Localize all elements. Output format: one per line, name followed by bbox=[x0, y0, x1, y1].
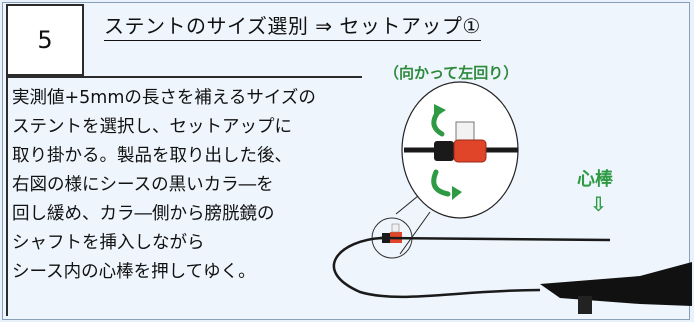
rotate-arrow-bottom-head-icon bbox=[452, 186, 462, 200]
instruction-text: 実測値+5mmの長さを補えるサイズの ステントを選択し、セットアップに 取り掛か… bbox=[12, 84, 362, 287]
instruction-line: 回し緩め、カラ―側から膀胱鏡の bbox=[12, 204, 275, 224]
red-connector bbox=[453, 139, 487, 163]
step-number: 5 bbox=[37, 26, 53, 54]
instruction-line: シース内の心棒を押してゆく。 bbox=[12, 262, 256, 282]
cystoscope-handle bbox=[540, 262, 692, 306]
instruction-line: 右図の様にシースの黒いカラ―を bbox=[12, 175, 274, 195]
instruction-line: ステントを選択し、セットアップに bbox=[12, 117, 292, 137]
instruction-line: シャフトを挿入しながら bbox=[12, 233, 205, 253]
white-hub bbox=[455, 121, 475, 143]
stent-loop bbox=[332, 236, 541, 299]
step-panel bbox=[2, 2, 690, 320]
black-collar bbox=[434, 141, 454, 161]
rotate-arrow-top-head-icon bbox=[434, 104, 446, 118]
stent-sheath bbox=[379, 236, 611, 242]
down-arrow-icon: ⇩ bbox=[590, 192, 607, 216]
core-rod-label: 心棒 bbox=[577, 169, 613, 190]
zoom-line bbox=[399, 211, 431, 255]
rotate-arrow-bottom-icon bbox=[431, 169, 451, 197]
rotation-caption: （向かって左回り） bbox=[384, 64, 519, 82]
zoom-line bbox=[395, 195, 419, 215]
instruction-line: 実測値+5mmの長さを補えるサイズの bbox=[12, 88, 316, 108]
instruction-line: 取り掛かる。製品を取り出した後、 bbox=[12, 146, 292, 166]
page-title: ステントのサイズ選別 ⇒ セットアップ① bbox=[104, 10, 481, 41]
step-number-box: 5 bbox=[6, 4, 84, 76]
small-hub bbox=[391, 223, 400, 233]
cystoscope-port bbox=[578, 296, 592, 314]
instruction-panel bbox=[6, 76, 362, 316]
